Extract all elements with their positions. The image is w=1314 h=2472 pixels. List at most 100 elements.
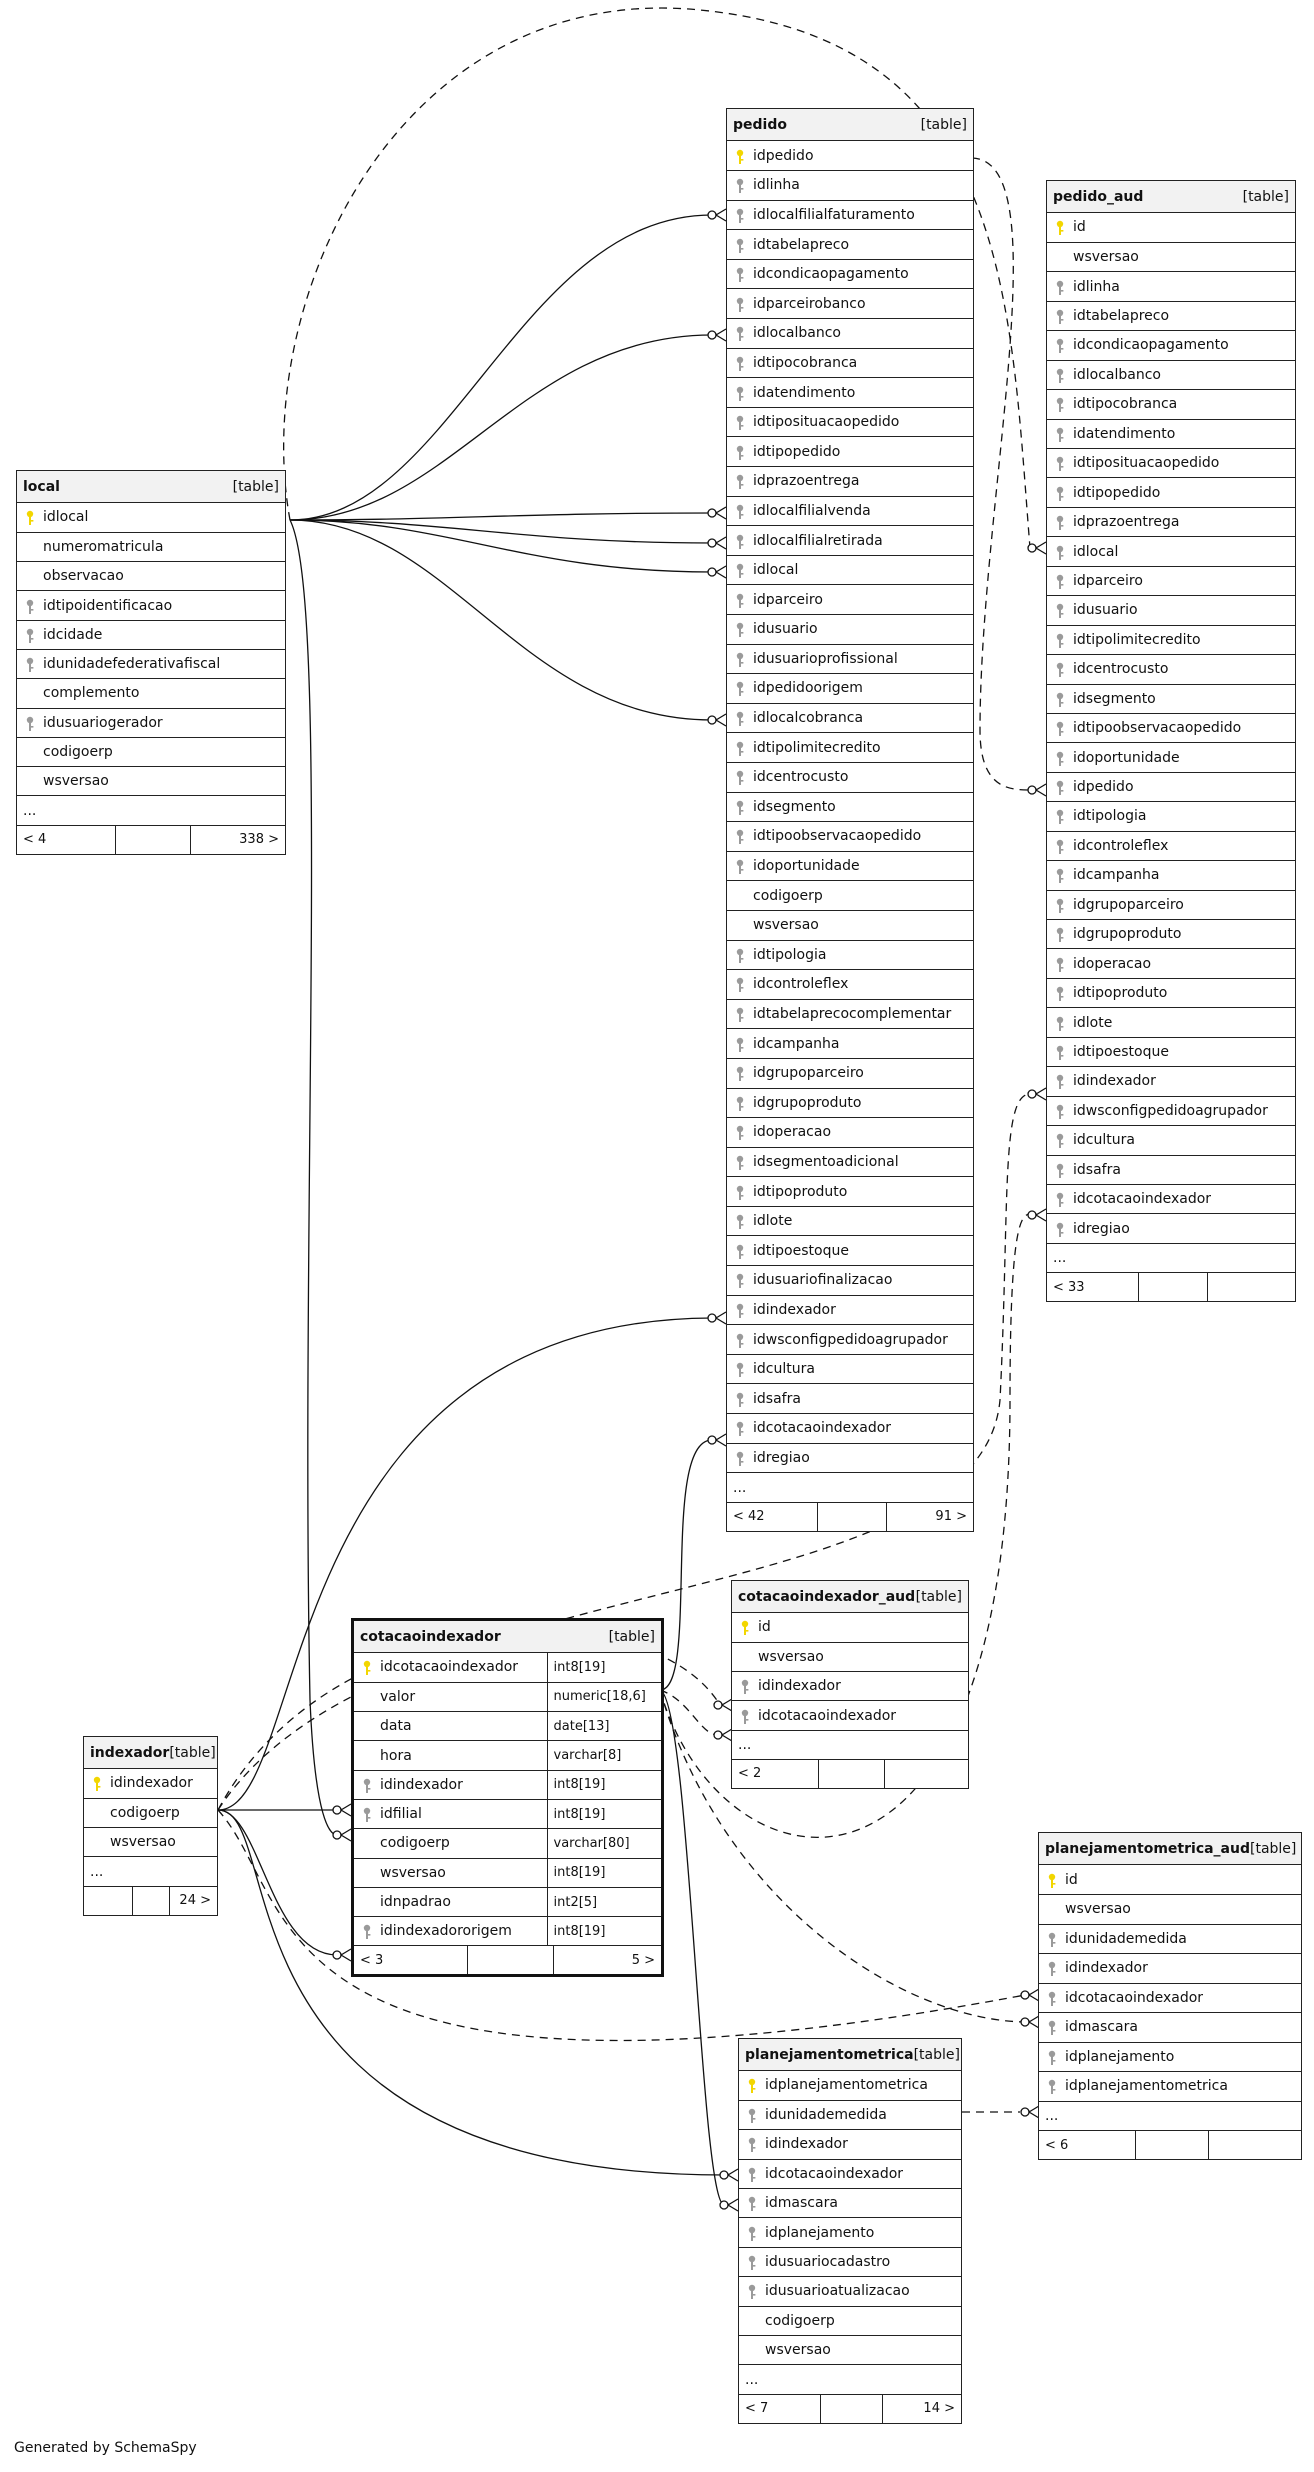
parents-count[interactable]: < 2 [732, 1759, 820, 1788]
column-row[interactable]: idregiao [1047, 1213, 1295, 1244]
column-row[interactable]: idtipolimitecredito [1047, 625, 1295, 656]
column-row[interactable]: codigoerp [739, 2306, 961, 2337]
column-row[interactable]: idpedido [727, 141, 973, 172]
column-row[interactable]: idtipolimitecredito [727, 732, 973, 763]
column-row[interactable]: idcampanha [727, 1028, 973, 1059]
column-row[interactable]: idindexador [732, 1671, 968, 1702]
column-row[interactable]: idusuarioprofissional [727, 644, 973, 675]
column-row[interactable]: idtipositua​caopedido [1047, 448, 1295, 479]
column-row[interactable]: idlote [727, 1206, 973, 1237]
children-count[interactable]: 24 > [179, 1893, 211, 1909]
column-row[interactable]: idtabelaprecocomplementar [727, 999, 973, 1030]
children-count[interactable]: 5 > [631, 1952, 655, 1968]
table-name[interactable]: local [23, 478, 60, 495]
column-row[interactable]: idtipocobranca [727, 348, 973, 379]
column-row[interactable]: id [1047, 213, 1295, 243]
column-row[interactable]: wsversao [739, 2335, 961, 2366]
column-row[interactable]: idtabelapreco [727, 229, 973, 260]
column-row[interactable]: ... [1039, 2101, 1301, 2131]
column-row[interactable]: idtipoobservacaopedido [727, 821, 973, 852]
column-row[interactable]: idoperacao [727, 1117, 973, 1148]
column-row[interactable]: ... [84, 1856, 217, 1887]
column-row[interactable]: idcampanha [1047, 860, 1295, 891]
table-header[interactable]: local[table] [17, 471, 285, 503]
column-row[interactable]: idplanejamentometrica [739, 2071, 961, 2101]
column-row[interactable]: idusuariogerador [17, 708, 285, 738]
column-row[interactable]: idpedido [1047, 772, 1295, 803]
column-row[interactable]: ... [1047, 1243, 1295, 1274]
parents-count[interactable]: < 42 [727, 1502, 819, 1531]
children-count[interactable]: 14 > [923, 2401, 955, 2417]
column-row[interactable]: idlocalbanco [727, 318, 973, 349]
children-count[interactable] [885, 1760, 968, 1788]
column-row[interactable]: idtipopedido [727, 436, 973, 468]
column-row[interactable]: idlocalbanco [1047, 360, 1295, 391]
column-row[interactable]: idtipoobservacaopedido [1047, 713, 1295, 744]
column-row[interactable]: idtipopedido [1047, 477, 1295, 508]
parents-count[interactable]: < 7 [739, 2394, 822, 2423]
column-row[interactable]: idcultura [727, 1354, 973, 1385]
column-row[interactable]: idplanejamento [1039, 2042, 1301, 2072]
column-row[interactable]: idtipoproduto [1047, 978, 1295, 1009]
parents-count[interactable]: < 4 [17, 825, 117, 854]
column-row[interactable]: codigoerp [727, 880, 973, 911]
column-row[interactable]: idmascara [739, 2188, 961, 2219]
column-row[interactable]: idatendimento [727, 377, 973, 408]
column-row[interactable]: idgrupoproduto [727, 1088, 973, 1119]
column-row[interactable]: wsversao [727, 910, 973, 941]
column-row[interactable]: wsversao [1047, 242, 1295, 273]
column-row[interactable]: idunidadefederativafiscal [17, 649, 285, 680]
column-row[interactable]: ... [17, 795, 285, 826]
column-row[interactable]: idwsconfigpedidoagrupador [1047, 1096, 1295, 1127]
column-row[interactable]: wsversao [84, 1827, 217, 1858]
column-row[interactable]: idusuariocadastro [739, 2247, 961, 2278]
column-row[interactable]: codigoerp [84, 1798, 217, 1829]
column-row[interactable]: idgrupoparceiro [1047, 890, 1295, 921]
table-name[interactable]: pedido_aud [1053, 188, 1144, 205]
column-row[interactable]: idtipologia [1047, 801, 1295, 832]
column-row[interactable]: wsversao [17, 766, 285, 797]
column-row[interactable]: idcentrocusto [727, 762, 973, 793]
column-row[interactable]: idcontroleflex [1047, 831, 1295, 862]
column-row[interactable]: ... [739, 2364, 961, 2395]
column-row[interactable]: idregiao [727, 1443, 973, 1474]
column-row[interactable]: wsversao [732, 1642, 968, 1673]
column-row[interactable]: codigoerp [17, 737, 285, 768]
column-row[interactable]: idoperacao [1047, 948, 1295, 979]
column-row[interactable]: idoportunidade [727, 851, 973, 882]
column-row[interactable]: wsversao [1039, 1894, 1301, 1925]
column-row[interactable]: idtipoestoque [1047, 1037, 1295, 1068]
column-row[interactable]: idlinha [727, 170, 973, 201]
column-row[interactable]: idtipoestoque [727, 1235, 973, 1267]
parents-count[interactable]: < 6 [1039, 2131, 1136, 2159]
column-row[interactable]: idusuario [727, 614, 973, 645]
column-row[interactable]: idparceiro [1047, 566, 1295, 597]
parents-count[interactable] [84, 1886, 134, 1915]
column-row[interactable]: ... [732, 1730, 968, 1760]
column-row[interactable]: id [732, 1613, 968, 1643]
column-row[interactable]: idtipocobranca [1047, 389, 1295, 420]
table-name[interactable]: indexador [90, 1744, 170, 1761]
column-row[interactable]: idgrupoparceiro [727, 1058, 973, 1089]
column-row[interactable]: idparceiro [727, 584, 973, 615]
column-row[interactable]: idindexador [739, 2129, 961, 2160]
column-row[interactable]: idlinha [1047, 271, 1295, 302]
table-name[interactable]: planejamentometrica [745, 2046, 914, 2063]
column-row[interactable]: idlocal [727, 555, 973, 586]
column-row[interactable]: idcondicaopagamento [1047, 330, 1295, 361]
column-row[interactable]: idsafra [1047, 1155, 1295, 1185]
column-row[interactable]: id [1039, 1865, 1301, 1895]
column-row[interactable]: idcotacaoindexador [739, 2159, 961, 2190]
table-header[interactable]: planejamentometrica[table] [739, 2039, 961, 2071]
table-cotacaoindexador[interactable]: cotacaoindexador[table]idcotacaoindexado… [351, 1618, 664, 1978]
column-row[interactable]: idtipologia [727, 940, 973, 971]
column-row[interactable]: idlocal [1047, 536, 1295, 567]
column-row[interactable]: idusuarioatualizacao [739, 2276, 961, 2307]
